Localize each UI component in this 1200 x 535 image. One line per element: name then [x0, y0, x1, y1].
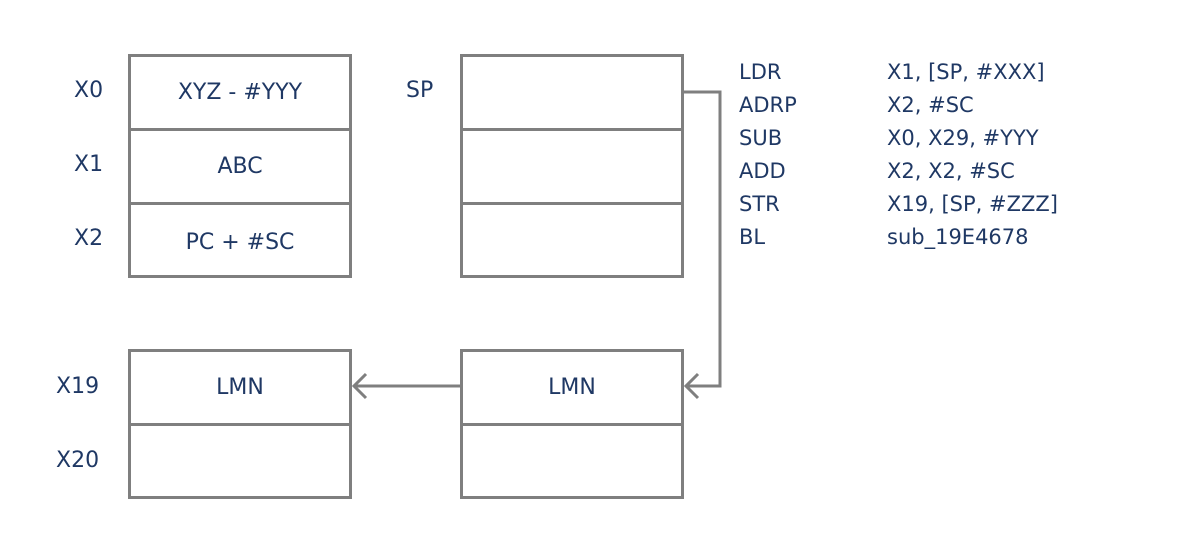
register-cell-x2: PC + #SC	[185, 229, 295, 255]
stack-cell	[463, 57, 681, 131]
asm-operands: X19, [SP, #ZZZ]	[887, 192, 1058, 216]
sp-pointer-arrow	[684, 90, 722, 388]
stack-block-top	[460, 54, 684, 278]
asm-line: ADRP X2, #SC	[739, 89, 1058, 122]
asm-operands: X2, X2, #SC	[887, 159, 1015, 183]
stack-cell	[463, 131, 681, 205]
register-cell-x1: ABC	[131, 131, 349, 205]
register-label-x1: X1	[74, 152, 104, 177]
register-label-x2: X2	[74, 226, 104, 251]
asm-line: LDR X1, [SP, #XXX]	[739, 56, 1058, 89]
stack-cell-saved: LMN	[463, 352, 681, 426]
register-cell-x19: LMN	[131, 352, 349, 426]
asm-line: STR X19, [SP, #ZZZ]	[739, 188, 1058, 221]
asm-opcode: STR	[739, 192, 780, 216]
asm-line: ADD X2, X2, #SC	[739, 155, 1058, 188]
asm-line: BL sub_19E4678	[739, 221, 1058, 254]
register-block-top: XYZ - #YYY ABC PC + #SC	[128, 54, 352, 278]
stack-block-bottom: LMN	[460, 349, 684, 499]
asm-operands: X0, X29, #YYY	[887, 126, 1039, 150]
register-label-x20: X20	[56, 448, 100, 473]
asm-operands: sub_19E4678	[887, 225, 1029, 249]
sp-label: SP	[406, 78, 434, 103]
asm-opcode: ADD	[739, 159, 786, 183]
load-arrowhead	[351, 372, 368, 400]
asm-opcode: ADRP	[739, 93, 797, 117]
register-block-bottom: LMN	[128, 349, 352, 499]
asm-opcode: SUB	[739, 126, 783, 150]
register-label-x19: X19	[56, 374, 100, 399]
asm-opcode: BL	[739, 225, 766, 249]
assembly-listing: LDR X1, [SP, #XXX] ADRP X2, #SC SUB X0, …	[739, 56, 1058, 254]
asm-operands: X1, [SP, #XXX]	[887, 60, 1045, 84]
register-label-x0: X0	[74, 78, 104, 103]
asm-line: SUB X0, X29, #YYY	[739, 122, 1058, 155]
asm-opcode: LDR	[739, 60, 782, 84]
sp-pointer-arrowhead	[683, 372, 700, 400]
register-cell-x0: XYZ - #YYY	[131, 57, 349, 131]
asm-operands: X2, #SC	[887, 93, 974, 117]
